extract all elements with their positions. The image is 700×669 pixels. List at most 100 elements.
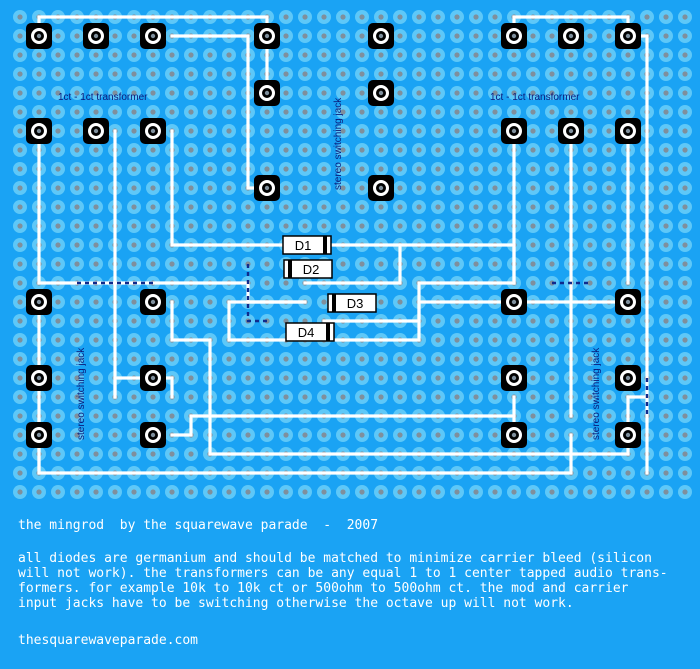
pad-hole [587,261,593,267]
pad-hole [321,299,327,305]
pad-hole [188,185,194,191]
pad-hole [663,413,669,419]
component-pad-ring [563,28,579,44]
pad-hole [492,52,498,58]
pad-hole [226,147,232,153]
pad-hole [530,318,536,324]
pad-hole [93,318,99,324]
pad-hole [188,318,194,324]
component-pad-hole [511,432,517,438]
pad-hole [131,318,137,324]
pad-hole [226,204,232,210]
pad-hole [644,14,650,20]
pad-grid [13,10,692,499]
pad-hole [663,394,669,400]
pad-hole [378,223,384,229]
pad-hole [55,375,61,381]
pad-hole [435,166,441,172]
component-pad-ring [31,294,47,310]
pad-hole [226,71,232,77]
pad-hole [131,394,137,400]
pad-hole [530,204,536,210]
pad-hole [55,337,61,343]
pad-hole [150,71,156,77]
pad-hole [530,432,536,438]
pad-hole [606,394,612,400]
component-pad-hole [378,90,384,96]
pad-hole [663,356,669,362]
pad-hole [530,52,536,58]
pad-hole [511,109,517,115]
pad-hole [511,356,517,362]
pad-hole [606,185,612,191]
pad-hole [340,33,346,39]
pad-hole [150,337,156,343]
pad-hole [473,185,479,191]
pad-hole [17,204,23,210]
pad-hole [93,413,99,419]
pad-hole [188,451,194,457]
pad-hole [55,128,61,134]
pad-hole [74,337,80,343]
pad-hole [378,204,384,210]
pad-hole [321,375,327,381]
pad-hole [17,90,23,96]
pad-hole [264,166,270,172]
pad-hole [606,242,612,248]
pad-hole [663,128,669,134]
pad-hole [587,356,593,362]
pad-hole [397,33,403,39]
pad-hole [492,147,498,153]
pad-hole [74,90,80,96]
pad-hole [340,394,346,400]
pad-hole [17,52,23,58]
pad-hole [207,489,213,495]
pad-hole [435,71,441,77]
pad-hole [549,185,555,191]
pad-hole [359,432,365,438]
pad-hole [454,356,460,362]
pad-hole [530,356,536,362]
pad-hole [606,147,612,153]
component-pad-hole [378,185,384,191]
pad-hole [131,147,137,153]
pad-hole [492,318,498,324]
pad-hole [435,489,441,495]
pad-hole [55,223,61,229]
pad-hole [55,90,61,96]
pad-hole [359,356,365,362]
pad-hole [473,261,479,267]
component-pad-ring [88,28,104,44]
trace [303,243,402,285]
trace [170,395,516,437]
component-pad-ring [88,123,104,139]
pad-hole [302,14,308,20]
pad-hole [93,375,99,381]
diode-label: D3 [347,296,364,311]
pad-hole [682,223,688,229]
pad-hole [17,185,23,191]
pad-hole [283,33,289,39]
component-pads [26,23,641,448]
pad-hole [264,109,270,115]
pad-hole [416,71,422,77]
pad-hole [378,166,384,172]
pad-hole [606,128,612,134]
pad-hole [226,109,232,115]
pad-hole [492,166,498,172]
pad-hole [587,318,593,324]
pad-hole [606,489,612,495]
pad-hole [283,489,289,495]
pad-hole [663,261,669,267]
pad-hole [245,375,251,381]
pad-hole [150,413,156,419]
pad-hole [549,489,555,495]
pad-hole [150,318,156,324]
pad-hole [378,52,384,58]
pad-hole [17,33,23,39]
pad-hole [207,318,213,324]
pad-hole [17,109,23,115]
pad-hole [549,204,555,210]
pad-hole [74,413,80,419]
pad-hole [321,166,327,172]
